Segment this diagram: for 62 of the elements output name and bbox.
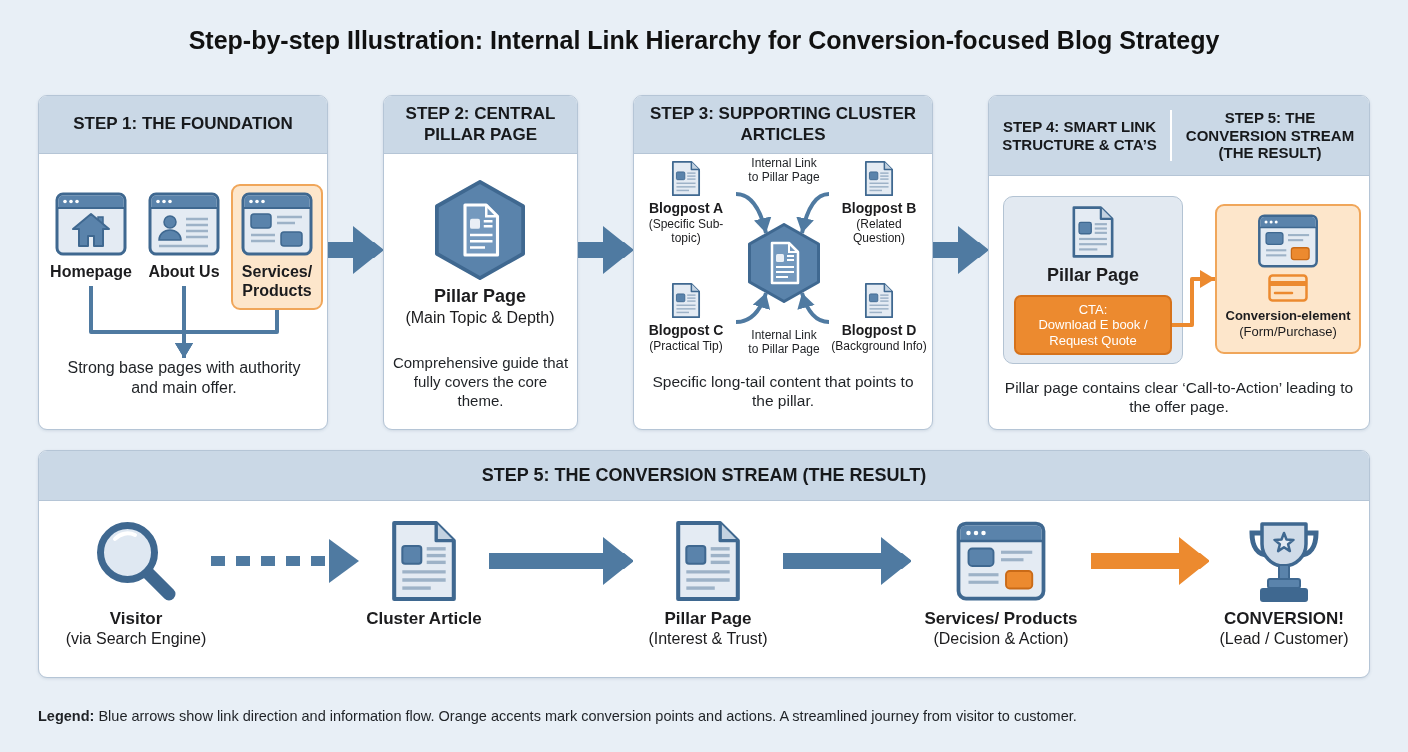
curved-arrow — [797, 292, 830, 324]
node-title: Visitor — [109, 609, 163, 630]
legend-text: Legend: Blue arrows show link direction and information flow. Orange accents mark conversion points and actions. A streamlined journey from visitor to customer. — [38, 708, 1077, 726]
node-title: Services/ Products — [924, 609, 1078, 630]
description-text: Strong base pages with authority and main offer. — [53, 358, 315, 398]
arrow — [175, 310, 279, 358]
step-panel — [383, 95, 578, 430]
arrow — [1172, 270, 1215, 327]
node-title: Blogpost A — [648, 200, 724, 217]
node-title: Pillar Page — [664, 609, 752, 630]
step-heading: STEP 1: THE FOUNDATION — [73, 114, 293, 135]
block-arrow — [783, 537, 911, 585]
step-heading: STEP 5: THE CONVERSION STREAM (THE RESULT) — [481, 464, 927, 487]
node-subtitle: (Related Question) — [852, 216, 906, 246]
step-heading: STEP 2: CENTRAL PILLAR PAGE — [404, 104, 557, 145]
node-subtitle: (Specific Sub-topic) — [647, 216, 725, 246]
node-title: About Us — [148, 262, 220, 282]
step-panel — [38, 450, 1370, 678]
curved-arrow — [735, 192, 772, 234]
step-panel — [38, 95, 328, 430]
highlight-card — [1215, 204, 1361, 354]
node-subtitle: (Background Info) — [831, 338, 927, 354]
description-text: Comprehensive guide that fully covers the core theme. — [391, 354, 570, 411]
block-arrow — [578, 226, 633, 274]
step-panel — [988, 95, 1370, 430]
node-title: Blogpost C — [648, 322, 724, 339]
node-title: Pillar Page — [433, 286, 527, 308]
curved-arrow — [735, 292, 770, 324]
node-subtitle: (Main Topic & Depth) — [405, 307, 555, 327]
node-subtitle: (Lead / Customer) — [1219, 629, 1349, 649]
block-arrow — [489, 537, 633, 585]
annotation-text: Internal Link to Pillar Page — [747, 328, 821, 357]
node-title: CONVERSION! — [1224, 609, 1344, 630]
node-title: Blogpost B — [841, 200, 917, 217]
node-title: Pillar Page — [1046, 265, 1140, 287]
node-title: Services/ Products — [240, 262, 314, 301]
cta-button: CTA: Download E book / Request Quote — [1014, 295, 1172, 355]
node-title: Cluster Article — [366, 609, 482, 630]
dashed-arrow — [211, 539, 359, 583]
node-title: Homepage — [50, 262, 132, 282]
node-title: Blogpost D — [841, 322, 917, 339]
annotation-text: Internal Link to Pillar Page — [747, 156, 821, 185]
node-title: Conversion-element — [1225, 308, 1351, 324]
step-panel — [633, 95, 933, 430]
block-arrow — [1091, 537, 1209, 585]
node-subtitle: (via Search Engine) — [65, 629, 207, 649]
node-subtitle: (Interest & Trust) — [648, 629, 768, 649]
highlight-card — [231, 184, 323, 310]
step-heading: STEP 3: SUPPORTING CLUSTER ARTICLES — [648, 104, 918, 145]
diagram-title: Step-by-step Illustration: Internal Link Hierarchy for Conversion-focused Blog Strategy — [188, 26, 1220, 55]
node-subtitle: (Practical Tip) — [649, 338, 723, 354]
description-text: Specific long-tail content that points to the pillar. — [651, 372, 915, 411]
node-subtitle: (Form/Purchase) — [1239, 323, 1337, 340]
page-card — [1003, 196, 1183, 364]
node-subtitle: (Decision & Action) — [933, 629, 1069, 649]
description-text: Pillar page contains clear ‘Call-to-Action’ leading to the offer page. — [1003, 378, 1355, 417]
block-arrow — [328, 226, 383, 274]
step-heading: STEP 5: THE CONVERSION STREAM (THE RESULT) — [1184, 108, 1356, 163]
block-arrow — [933, 226, 988, 274]
curved-arrow — [796, 192, 830, 234]
document-hexagon-icon — [748, 223, 820, 303]
step-heading: STEP 4: SMART LINK STRUCTURE & CTA’S — [1001, 117, 1158, 154]
